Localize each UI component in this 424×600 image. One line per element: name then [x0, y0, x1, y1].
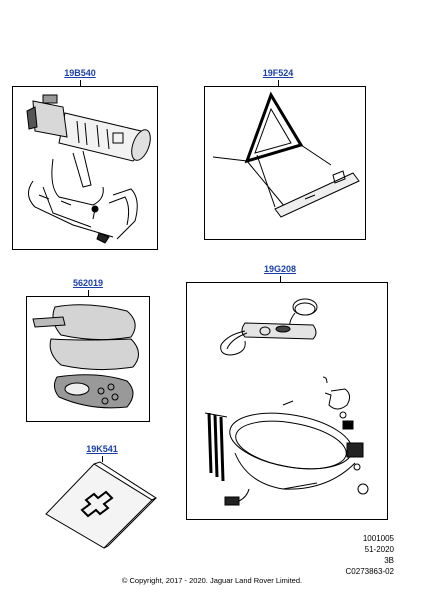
part-number-562019[interactable]: 562019 [72, 278, 104, 288]
leader-line [278, 80, 279, 86]
fire-extinguisher-illustration [26, 94, 151, 244]
part-number-19k541[interactable]: 19K541 [86, 444, 118, 454]
leader-line [280, 276, 281, 282]
cable-kit-illustration [204, 298, 369, 506]
panel-key-case [26, 296, 150, 422]
footer-illustration-id: C0273863-02 [345, 567, 394, 576]
key-case-illustration [32, 304, 139, 409]
warning-triangle-illustration [212, 91, 360, 218]
part-number-19b540[interactable]: 19B540 [64, 68, 96, 78]
leader-line [80, 80, 81, 86]
part-number-19g208[interactable]: 19G208 [263, 264, 297, 274]
footer-code: 1001005 [362, 534, 394, 543]
panel-cable-kit [186, 282, 388, 520]
panel-fire-extinguisher [12, 86, 158, 250]
copyright-notice: © Copyright, 2017 - 2020. Jaguar Land Ro… [121, 576, 303, 585]
leader-line [102, 456, 103, 462]
first-aid-kit-illustration [45, 461, 158, 549]
leader-line [88, 290, 89, 296]
part-number-19f524[interactable]: 19F524 [262, 68, 294, 78]
panel-warning-triangle [204, 86, 366, 240]
footer-revision: 3B [384, 556, 394, 565]
footer-date-code: 51-2020 [364, 545, 394, 554]
